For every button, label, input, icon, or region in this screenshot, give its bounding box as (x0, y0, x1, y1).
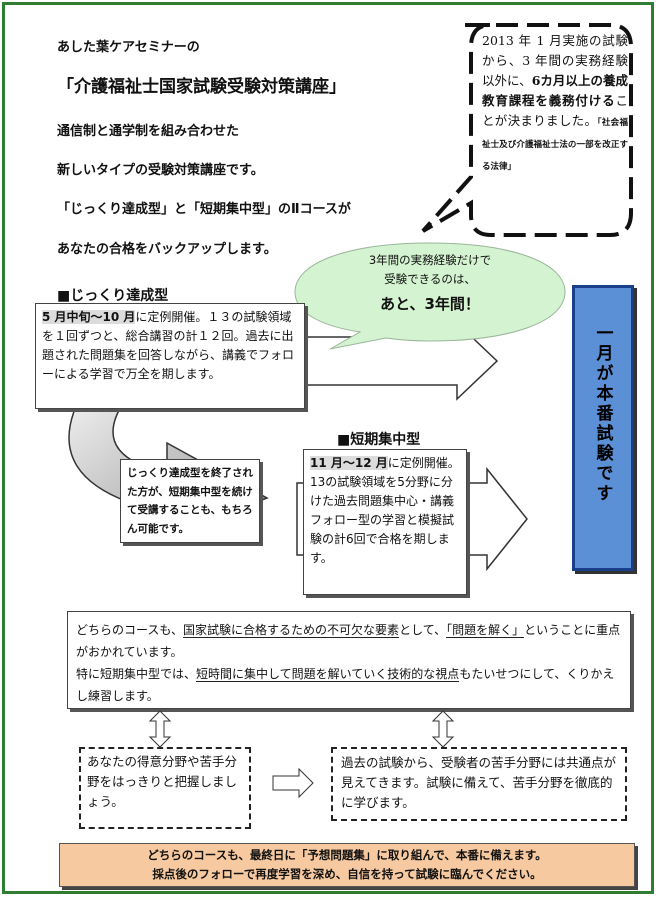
course1-heading: ■じっくり達成型 (57, 288, 169, 304)
common-note-box: どちらのコースも、国家試験に合格するための不可欠な要素として、「問題を解く」とい… (67, 611, 631, 709)
notice-text-bold: 6カ月以上の養成教育課程を義務付ける (482, 73, 628, 108)
common-t4: 「問題を解く」 (446, 623, 525, 638)
common-t8: もたいせつにして、くりかえし練習します。 (76, 667, 615, 703)
footer-line-1: どちらのコースも、最終日に「予想問題集」に取り組んで、本番に備えます。 (147, 848, 547, 862)
intro-line-5: 「じっくり達成型」と「短期集中型」のⅡコースが (57, 202, 351, 217)
page-frame: あした葉ケアセミナーの 「介護福祉士国家試験受験対策講座」 通信制と通学制を組み… (2, 2, 654, 894)
common-t1: どちらのコースも、 (76, 623, 184, 637)
common-t3: として、 (399, 623, 447, 637)
notice-text: 2013 年 1 月実施の試験から、3 年間の実務経験以外に、6カ月以上の養成教… (482, 31, 628, 177)
notice-law-name: 「社会福祉士及び介護福祉士法の一部を改正する法律」 (482, 118, 628, 172)
exam-banner: 一月が本番試験です (572, 285, 634, 571)
bubble-countdown: あと、3年間！ (380, 295, 480, 313)
up-down-arrow-right-icon (431, 710, 455, 748)
up-down-arrow-left-icon (148, 710, 172, 748)
notice-text-1: 2013 年 1 月実施の試験から、3 年間の実務経験以外に、 (482, 33, 628, 88)
bubble-line-2: 受験できるのは、 (384, 272, 476, 286)
common-t7: 短時間に集中して問題を解いていく技術的な視点 (196, 667, 460, 682)
countdown-bubble: 3年間の実務経験だけで 受験できるのは、 あと、3年間！ (305, 251, 555, 314)
notice-bubble-shape (421, 23, 633, 237)
course2-box: 11 月～12 月に定例開催。13の試験領域を5分野に分けた過去問題集中心・講義… (303, 449, 467, 595)
right-advice-box: 過去の試験から、受験者の苦手分野には共通点が見えてきます。試験に備えて、苦手分野… (331, 747, 627, 821)
bubble-line-1: 3年間の実務経験だけで (368, 253, 492, 267)
intro-line-6: あなたの合格をバックアップします。 (57, 242, 277, 257)
intro-line-4: 新しいタイプの受験対策講座です。 (57, 163, 264, 178)
right-arrow-icon (272, 767, 314, 799)
footer-line-2: 採点後のフォローで再度学習を深め、自信を持って試験に臨んでください。 (152, 867, 542, 881)
footer-banner: どちらのコースも、最終日に「予想問題集」に取り組んで、本番に備えます。 採点後の… (59, 843, 635, 887)
course2-desc: に定例開催。13の試験領域を5分野に分けた過去問題集中心・講義フォロー型の学習と… (310, 456, 460, 565)
exam-banner-text: 一月が本番試験です (592, 324, 613, 504)
common-t2: 国家試験に合格するための不可欠な要素 (183, 623, 400, 638)
course2-heading: ■短期集中型 (337, 432, 421, 448)
transfer-note-box: じっくり達成型を終了された方が、短期集中型を続けて受講することも、もちろん可能で… (120, 459, 260, 543)
intro-line-3: 通信制と通学制を組み合わせた (57, 124, 240, 139)
course-title: 「介護福祉士国家試験受験対策講座」 (57, 77, 346, 97)
course1-box: 5 月中旬～10 月に定例開催。１３の試験領域を１回ずつと、総合講習の計１２回。… (35, 303, 305, 409)
course1-desc-2: １３の試験領域を１回ずつと、総合講習の計１２回。過去に出題された問題集を回答しな… (42, 310, 295, 381)
course1-period: 5 月中旬～10 月 (42, 310, 136, 324)
course2-period: 11 月～12 月 (310, 456, 388, 470)
common-t5: ということに重点がおかれています。 (76, 623, 621, 659)
notice-text-3: ことが決まりました。 (482, 93, 628, 128)
common-t6: 特に短期集中型では、 (76, 667, 197, 681)
countdown-bubble-shape (294, 242, 566, 350)
intro-line-1: あした葉ケアセミナーの (57, 40, 200, 55)
course1-desc-1: に定例開催。 (135, 310, 208, 324)
left-advice-box: あなたの得意分野や苦手分野をはっきりと把握しましょう。 (79, 747, 251, 829)
